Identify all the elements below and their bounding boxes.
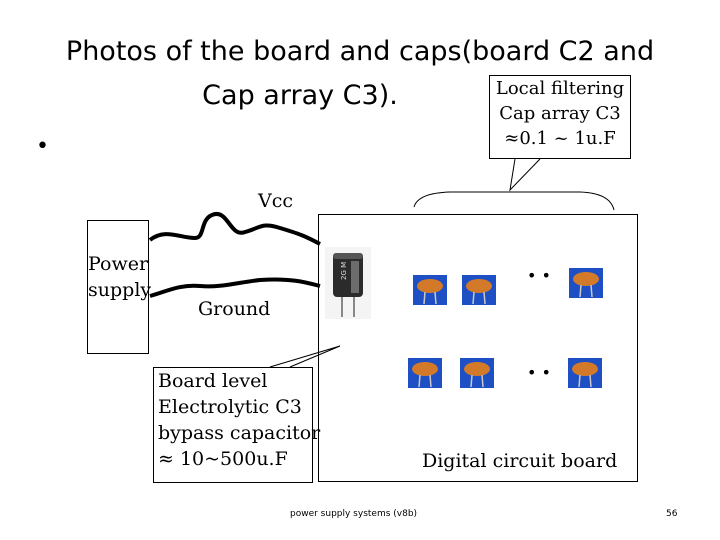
ceramic-capacitor-icon	[460, 358, 494, 388]
vcc-wire	[148, 212, 321, 246]
ceramic-capacitor-icon	[569, 268, 603, 298]
electrolytic-capacitor-icon: 2G M	[325, 247, 371, 319]
board-level-line-1: Board level	[158, 370, 268, 392]
board-level-line-3: bypass capacitor	[158, 422, 321, 444]
local-filtering-line-1: Local filtering	[495, 78, 625, 99]
ellipsis-dots-bottom: • •	[527, 363, 551, 382]
ceramic-capacitor-icon	[568, 358, 602, 388]
footer-text: power supply systems (v8b)	[290, 509, 418, 519]
local-filtering-line-2: Cap array C3	[499, 103, 621, 124]
slide-title: Photos of the board and caps(board C2 an…	[0, 30, 720, 118]
digital-circuit-board	[318, 214, 638, 482]
power-supply-line-1: Power	[88, 253, 149, 275]
ellipsis-dots-top: • •	[527, 266, 551, 285]
board-level-callout: Board level Electrolytic C3 bypass capac…	[153, 367, 321, 483]
power-supply-box: Power supply	[87, 220, 152, 354]
ceramic-capacitor-icon	[462, 275, 496, 305]
vcc-label: Vcc	[258, 190, 294, 212]
callout-local-pointer	[509, 158, 541, 192]
bullet-point: •	[36, 134, 49, 159]
local-filtering-callout: Local filtering Cap array C3 ≈0.1 ~ 1u.F	[489, 75, 631, 159]
power-supply-line-2: supply	[88, 279, 152, 301]
local-filtering-line-3: ≈0.1 ~ 1u.F	[504, 128, 616, 149]
svg-text:2G M: 2G M	[340, 262, 348, 280]
board-label: Digital circuit board	[422, 450, 618, 472]
ground-wire	[149, 277, 321, 298]
board-level-line-2: Electrolytic C3	[158, 396, 302, 418]
ceramic-capacitor-icon	[413, 275, 447, 305]
title-line-1: Photos of the board and caps(board C2 an…	[65, 36, 655, 67]
callout-board-pointer	[269, 345, 341, 368]
board-level-line-4: ≈ 10~500u.F	[158, 448, 288, 470]
ground-label: Ground	[198, 298, 271, 320]
ceramic-capacitor-icon	[408, 358, 442, 388]
page-number: 56	[666, 509, 678, 519]
cap-array-bracket	[413, 191, 615, 211]
title-line-2: Cap array C3).	[202, 80, 398, 111]
